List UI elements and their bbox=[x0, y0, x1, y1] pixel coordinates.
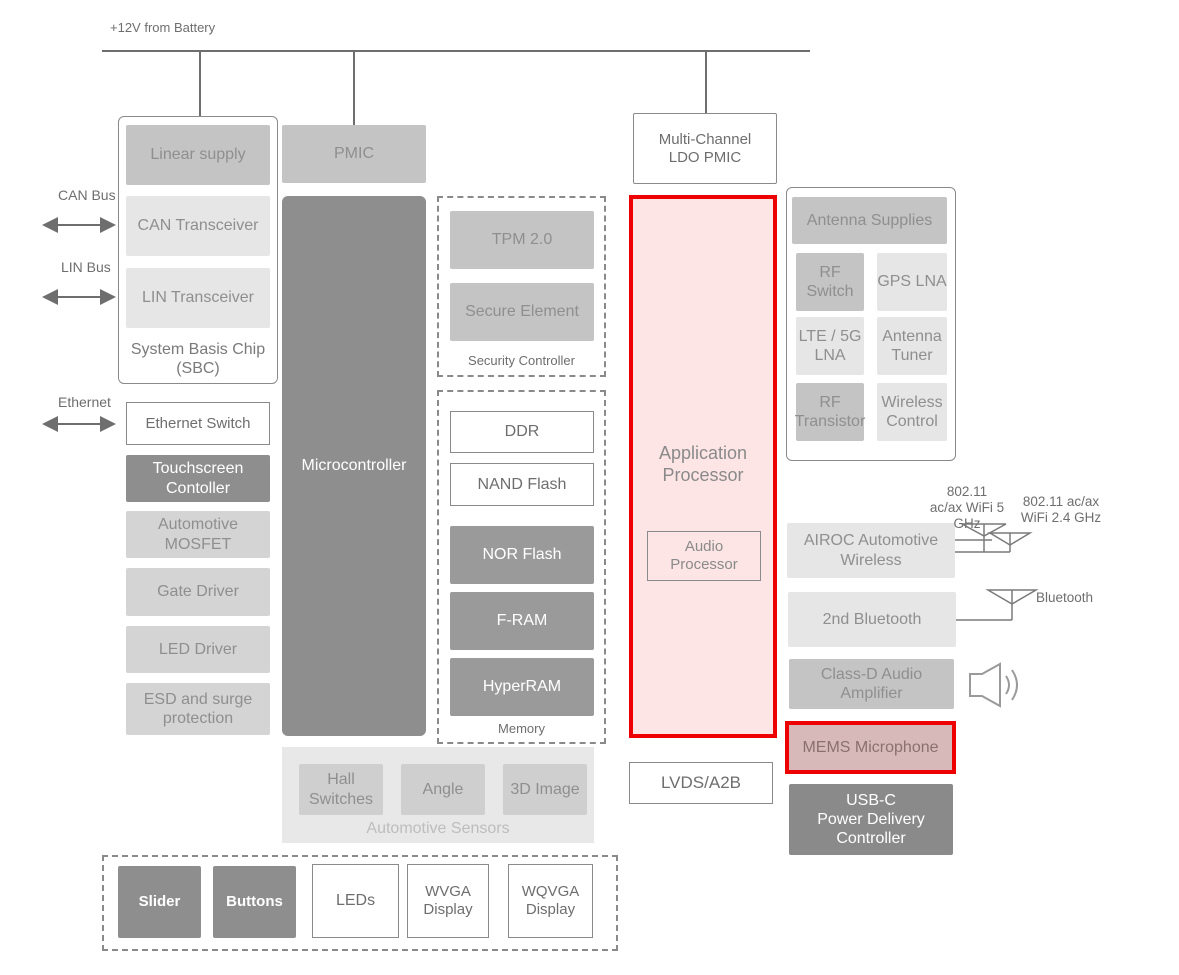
led-driver-block: LED Driver bbox=[126, 626, 270, 673]
leds-block: LEDs bbox=[312, 864, 399, 938]
lin-transceiver-block: LIN Transceiver bbox=[126, 268, 270, 328]
antenna-tuner-block: Antenna Tuner bbox=[877, 317, 947, 375]
ddr-block: DDR bbox=[450, 411, 594, 453]
memory-label: Memory bbox=[498, 721, 545, 737]
touchscreen-controller-block: Touchscreen Contoller bbox=[126, 455, 270, 502]
hmi-group bbox=[102, 855, 618, 951]
fram-block: F-RAM bbox=[450, 592, 594, 650]
airoc-wireless-block: AIROC Automotive Wireless bbox=[787, 523, 955, 578]
rail-drop-ldo bbox=[705, 51, 707, 113]
battery-label: +12V from Battery bbox=[110, 20, 216, 35]
nand-flash-block: NAND Flash bbox=[450, 463, 594, 506]
rf-switch-block: RF Switch bbox=[796, 253, 864, 311]
can-transceiver-block: CAN Transceiver bbox=[126, 196, 270, 256]
wifi-5ghz-antenna-icon bbox=[955, 523, 1007, 552]
automotive-sensors-label: Automotive Sensors bbox=[366, 820, 510, 838]
sbc-label: System Basis Chip (SBC) bbox=[130, 340, 266, 377]
nor-flash-block: NOR Flash bbox=[450, 526, 594, 584]
gate-driver-block: Gate Driver bbox=[126, 568, 270, 616]
ldo-pmic-block: Multi-Channel LDO PMIC bbox=[633, 113, 777, 184]
mems-microphone-block: MEMS Microphone bbox=[785, 721, 956, 774]
rf-transistor-block: RF Transistor bbox=[795, 383, 865, 441]
slider-block: Slider bbox=[118, 866, 201, 938]
wireless-control-block: Wireless Control bbox=[877, 383, 947, 441]
wqvga-display-block: WQVGA Display bbox=[508, 864, 593, 938]
wifi-5ghz-label: 802.11 ac/ax WiFi 5 GHz bbox=[929, 484, 1005, 532]
rail-drop-pmic bbox=[353, 51, 355, 125]
class-d-amplifier-block: Class-D Audio Amplifier bbox=[789, 659, 954, 709]
lin-bus-label: LIN Bus bbox=[61, 259, 111, 275]
lvds-a2b-block: LVDS/A2B bbox=[629, 762, 773, 804]
can-bus-label: CAN Bus bbox=[58, 187, 116, 203]
gps-lna-block: GPS LNA bbox=[877, 253, 947, 311]
automotive-mosfet-block: Automotive MOSFET bbox=[126, 511, 270, 558]
hall-switches-block: Hall Switches bbox=[299, 764, 383, 815]
usb-c-pd-controller-block: USB-C Power Delivery Controller bbox=[789, 784, 953, 855]
rail-drop-sbc bbox=[199, 51, 201, 117]
wvga-display-block: WVGA Display bbox=[407, 864, 489, 938]
esd-protection-block: ESD and surge protection bbox=[126, 683, 270, 735]
pmic-block: PMIC bbox=[282, 125, 426, 183]
hyperram-block: HyperRAM bbox=[450, 658, 594, 716]
tpm-block: TPM 2.0 bbox=[450, 211, 594, 269]
wifi-2-4ghz-antenna-icon bbox=[955, 532, 1033, 553]
lte-lna-block: LTE / 5G LNA bbox=[796, 317, 864, 375]
antenna-supplies-block: Antenna Supplies bbox=[792, 197, 947, 244]
security-controller-label: Security Controller bbox=[468, 353, 575, 369]
security-controller-group bbox=[437, 196, 606, 377]
battery-rail bbox=[102, 50, 810, 52]
3d-image-block: 3D Image bbox=[503, 764, 587, 815]
wifi-2-4ghz-label: 802.11 ac/ax WiFi 2.4 GHz bbox=[1020, 494, 1102, 526]
audio-processor-block: Audio Processor bbox=[647, 531, 761, 581]
linear-supply-block: Linear supply bbox=[126, 125, 270, 185]
microcontroller-block: Microcontroller bbox=[282, 196, 426, 736]
application-processor-label: Application Processor bbox=[658, 443, 748, 485]
secure-element-block: Secure Element bbox=[450, 283, 594, 341]
buttons-block: Buttons bbox=[213, 866, 296, 938]
2nd-bluetooth-block: 2nd Bluetooth bbox=[788, 592, 956, 647]
ethernet-label: Ethernet bbox=[58, 394, 111, 410]
ethernet-switch-block: Ethernet Switch bbox=[126, 402, 270, 445]
bluetooth-label: Bluetooth bbox=[1036, 590, 1094, 605]
bluetooth-antenna-icon bbox=[956, 589, 1039, 621]
memory-group bbox=[437, 390, 606, 744]
angle-block: Angle bbox=[401, 764, 485, 815]
application-processor-block bbox=[629, 195, 777, 738]
speaker-icon bbox=[969, 662, 1018, 708]
